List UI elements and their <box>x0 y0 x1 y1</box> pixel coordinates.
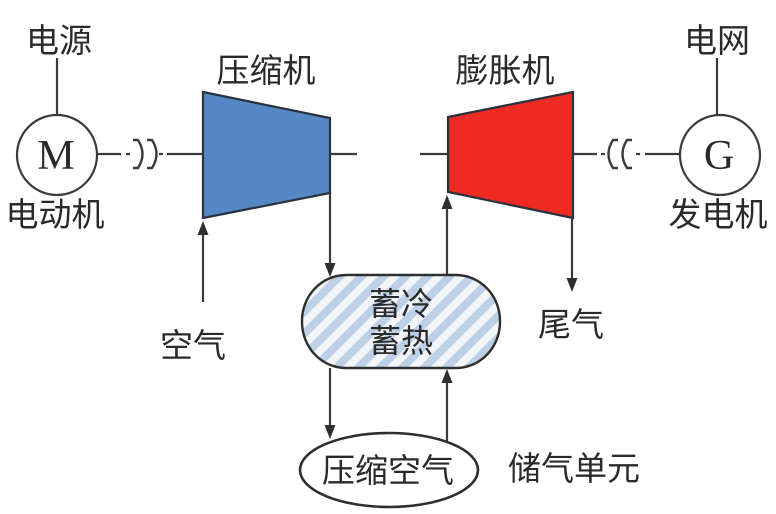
air-inlet-arrowhead <box>197 221 209 235</box>
thermal-storage-tank <box>300 273 502 370</box>
power-source-label: 电源 <box>26 23 92 60</box>
exhaust-arrowhead <box>566 278 578 292</box>
left-clutch-icon-2 <box>147 138 158 170</box>
storage-to-tank-arrowhead <box>324 425 336 439</box>
generator-label: 发电机 <box>669 197 768 234</box>
exhaust-label: 尾气 <box>538 307 604 344</box>
compressed-air-shape <box>298 431 480 509</box>
tank-to-storage-arrowhead <box>441 369 453 383</box>
right-clutch-icon-2 <box>621 138 632 170</box>
generator-circle <box>678 113 762 197</box>
compressor-outlet-arrowhead <box>324 263 336 277</box>
thermal-storage-label-line2: 蓄热 <box>369 323 433 359</box>
right-clutch-icon <box>607 138 618 170</box>
expander-shape <box>446 90 575 220</box>
grid-label: 电网 <box>684 23 750 60</box>
motor-symbol: M <box>37 133 74 179</box>
left-clutch-icon <box>133 138 144 170</box>
motor-label: 电动机 <box>6 197 105 234</box>
generator-symbol: G <box>704 133 734 179</box>
compressed-air-label: 压缩空气 <box>322 453 454 490</box>
gas-storage-unit-label: 储气单元 <box>508 451 640 488</box>
air-label: 空气 <box>160 328 226 365</box>
thermal-storage-label-line1: 蓄冷 <box>369 286 433 322</box>
expander-inlet-arrowhead <box>441 195 453 209</box>
compressor-shape <box>201 90 332 220</box>
compressor-label: 压缩机 <box>217 53 316 90</box>
expander-label: 膨胀机 <box>456 53 555 90</box>
